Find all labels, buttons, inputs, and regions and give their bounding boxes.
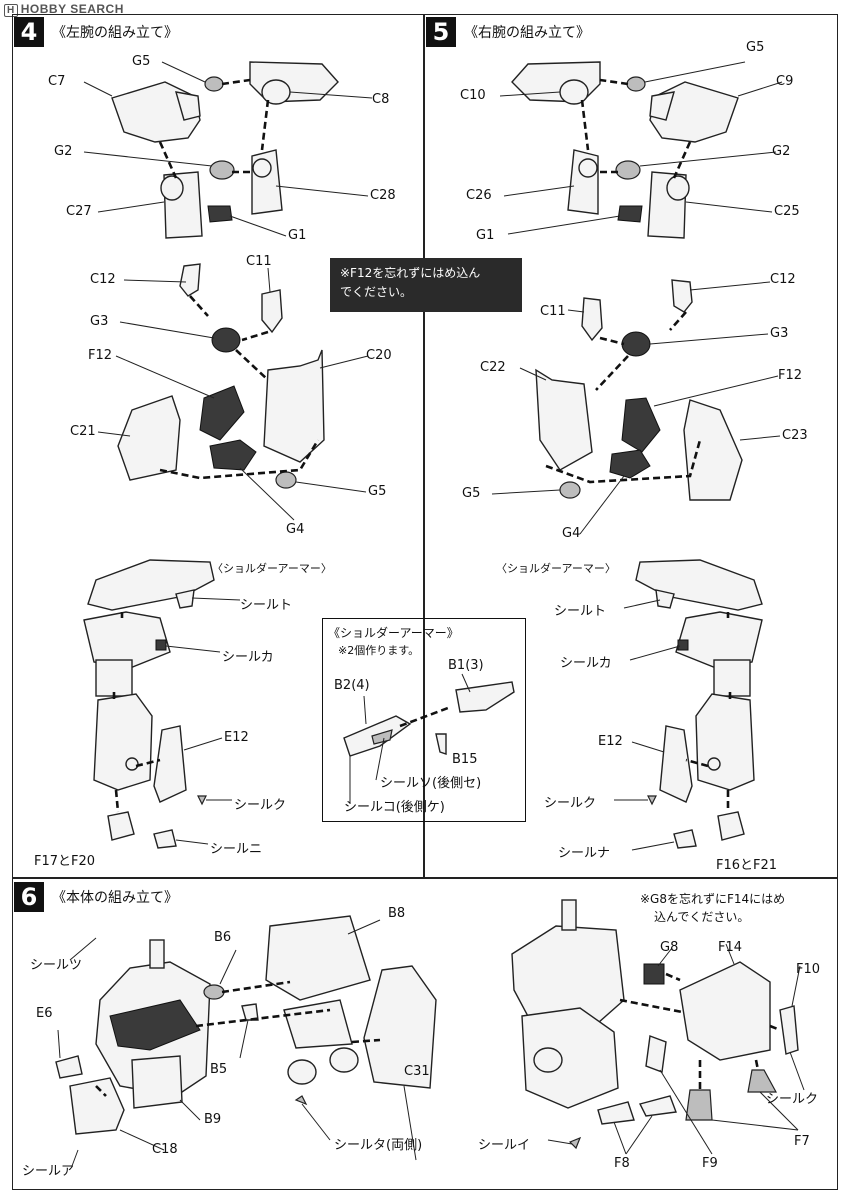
step6-label-seal-ta: シールタ(両側): [334, 1138, 423, 1153]
step6-label-b6: B6: [214, 930, 232, 945]
step6-note: ※G8を忘れずにF14にはめ 込んでください。: [640, 890, 785, 926]
step5-upper-arm-drawing: [499, 61, 783, 239]
shoulder-armor-inset: [322, 618, 526, 822]
step5-label-f12: F12: [778, 368, 803, 383]
step5-label-g2: G2: [772, 144, 791, 159]
step4-label-c8: C8: [372, 92, 390, 107]
step6-label-f10: F10: [796, 962, 821, 977]
step5-label-c9: C9: [776, 74, 794, 89]
note-f12-line2: でください。: [340, 284, 413, 299]
step6-number: 6: [14, 882, 44, 912]
step4-label-c11: C11: [246, 254, 272, 269]
step5-label-c10: C10: [460, 88, 486, 103]
step6-torso-left-drawing: [55, 915, 437, 1167]
step4-shoulder-drawing: [83, 559, 241, 849]
step6-label-seal-a: シールア: [22, 1164, 75, 1179]
step6-title: 《本体の組み立て》: [52, 890, 178, 906]
step5-number: 5: [426, 17, 456, 47]
step6-label-b5: B5: [210, 1062, 228, 1077]
step4-upper-arm-drawing: [83, 61, 373, 239]
step4-label-c20: C20: [366, 348, 392, 363]
step5-label-g5-bottom: G5: [462, 486, 481, 501]
step4-number: 4: [14, 17, 44, 47]
step4-label-g3: G3: [90, 314, 109, 329]
step5-label-c12: C12: [770, 272, 796, 287]
step4-label-g5-top: G5: [132, 54, 151, 69]
step6-label-f8: F8: [614, 1156, 630, 1171]
step5-label-g3: G3: [770, 326, 789, 341]
step5-label-g5-top: G5: [746, 40, 765, 55]
step4-label-g1: G1: [288, 228, 307, 243]
step4-label-seal-ku: シールク: [234, 798, 287, 813]
inset-shoulder-drawing: [343, 673, 515, 804]
step5-shoulder-drawing: [614, 559, 763, 851]
step6-note-line1: ※G8を忘れずにF14にはめ: [640, 892, 786, 906]
step5-label-c22: C22: [480, 360, 506, 375]
step5-label-c11: C11: [540, 304, 566, 319]
step6-note-line2: 込んでください。: [654, 910, 750, 924]
step4-label-seal-to: シールト: [240, 598, 293, 613]
inset-label-b2-4: B2(4): [334, 678, 370, 693]
step5-label-e12: E12: [598, 734, 623, 749]
step6-label-e6: E6: [36, 1006, 53, 1021]
note-f12-reminder: ※F12を忘れずにはめ込ん でください。: [330, 258, 522, 312]
step6-label-b9: B9: [204, 1112, 222, 1127]
step4-label-c12: C12: [90, 272, 116, 287]
step5-forearm-drawing: [491, 279, 781, 535]
step4-label-c28: C28: [370, 188, 396, 203]
step5-label-g4: G4: [562, 526, 581, 541]
step6-torso-right-drawing: [511, 899, 805, 1155]
step5-title: 《右腕の組み立て》: [464, 25, 590, 41]
step4-forearm-drawing: [97, 263, 369, 521]
step4-label-c27: C27: [66, 204, 92, 219]
step5-label-seal-to: シールト: [554, 604, 607, 619]
inset-subtitle: ※2個作ります。: [338, 644, 420, 657]
inset-label-b15: B15: [452, 752, 478, 767]
step4-title: 《左腕の組み立て》: [52, 25, 178, 41]
step6-label-f14: F14: [718, 940, 743, 955]
inset-title: 《ショルダーアーマー》: [328, 626, 459, 640]
inset-label-seal-ko: シールコ(後側ケ): [344, 800, 445, 815]
step5-label-seal-ka: シールカ: [560, 656, 612, 671]
note-f12-line1: ※F12を忘れずにはめ込ん: [340, 266, 481, 280]
step4-label-g4: G4: [286, 522, 305, 537]
inset-label-b1-3: B1(3): [448, 658, 484, 673]
step6-label-g8: G8: [660, 940, 679, 955]
step5-label-f16-f21: F16とF21: [716, 858, 778, 873]
step5-label-seal-na: シールナ: [558, 846, 611, 861]
step6-label-seal-i: シールイ: [478, 1138, 531, 1153]
step6-label-f9: F9: [702, 1156, 718, 1171]
step4-label-e12: E12: [224, 730, 249, 745]
step4-label-f17-f20: F17とF20: [34, 854, 96, 869]
step6-label-c31: C31: [404, 1064, 430, 1079]
step5-shoulder-title: 〈ショルダーアーマー〉: [496, 562, 616, 575]
step6-label-seal-tsu: シールツ: [30, 958, 83, 973]
step5-label-seal-ku: シールク: [544, 796, 597, 811]
step4-label-g2: G2: [54, 144, 73, 159]
step4-label-f12: F12: [88, 348, 113, 363]
step4-label-g5-bottom: G5: [368, 484, 387, 499]
inset-label-seal-so: シールソ(後側セ): [380, 776, 482, 791]
step5-label-g1: G1: [476, 228, 495, 243]
step5-label-c23: C23: [782, 428, 808, 443]
step4-label-seal-ka: シールカ: [222, 650, 274, 665]
step4-label-c21: C21: [70, 424, 96, 439]
step4-label-c7: C7: [48, 74, 66, 89]
step6-label-f7: F7: [794, 1134, 810, 1149]
step6-panel: [12, 878, 838, 1190]
step5-panel: [424, 14, 838, 878]
step4-label-seal-ni: シールニ: [210, 842, 263, 857]
step4-panel: [12, 14, 424, 878]
step4-shoulder-title: 〈ショルダーアーマー〉: [212, 562, 332, 575]
step6-label-b8: B8: [388, 906, 406, 921]
step6-label-seal-ku: シールク: [766, 1092, 819, 1107]
step6-label-c18: C18: [152, 1142, 178, 1157]
step5-label-c26: C26: [466, 188, 492, 203]
step5-label-c25: C25: [774, 204, 800, 219]
